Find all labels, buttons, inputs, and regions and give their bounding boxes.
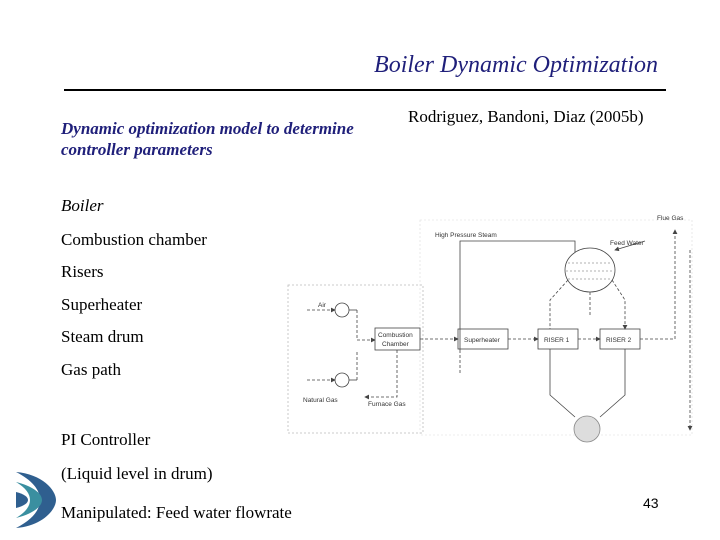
slide-subtitle: Dynamic optimization model to determine …	[61, 119, 354, 159]
label-riser2: RISER 2	[606, 337, 632, 344]
list-item-steam-drum: Steam drum	[61, 327, 144, 346]
slide-title: Boiler Dynamic Optimization	[374, 52, 658, 78]
list-item-manipulated: Manipulated: Feed water flowrate	[61, 503, 292, 522]
label-high-pressure-steam: High Pressure Steam	[435, 232, 497, 239]
boiler-frame	[419, 219, 693, 436]
title-divider	[64, 89, 666, 91]
list-item-combustion-chamber: Combustion chamber	[61, 230, 207, 249]
list-item-boiler: Boiler	[61, 196, 104, 215]
list-item-pi-controller: PI Controller	[61, 430, 151, 449]
list-item-gas-path: Gas path	[61, 360, 121, 379]
air-blower-icon	[334, 302, 350, 318]
label-feed-water: Feed Water	[610, 240, 645, 247]
company-logo	[16, 472, 56, 528]
label-flue-gas: Flue Gas	[657, 215, 684, 222]
citation: Rodriguez, Bandoni, Diaz (2005b)	[408, 107, 644, 126]
steam-drum	[564, 247, 616, 293]
label-air: Air	[318, 302, 327, 309]
boiler-process-diagram: Air Combustion Chamber Natural Gas Furna…	[287, 215, 693, 443]
gas-valve-icon	[334, 372, 350, 388]
mud-drum	[573, 415, 601, 443]
label-superheater: Superheater	[464, 337, 501, 344]
list-item-risers: Risers	[61, 262, 104, 281]
list-item-liquid-level: (Liquid level in drum)	[61, 464, 213, 483]
page-number: 43	[643, 495, 659, 511]
furnace-frame	[287, 284, 424, 434]
label-furnace-gas: Furnace Gas	[368, 401, 406, 408]
label-riser1: RISER 1	[544, 337, 570, 344]
label-combustion: Combustion	[378, 332, 413, 339]
list-item-superheater: Superheater	[61, 295, 143, 314]
label-natural-gas: Natural Gas	[303, 397, 338, 404]
label-chamber: Chamber	[382, 341, 410, 348]
